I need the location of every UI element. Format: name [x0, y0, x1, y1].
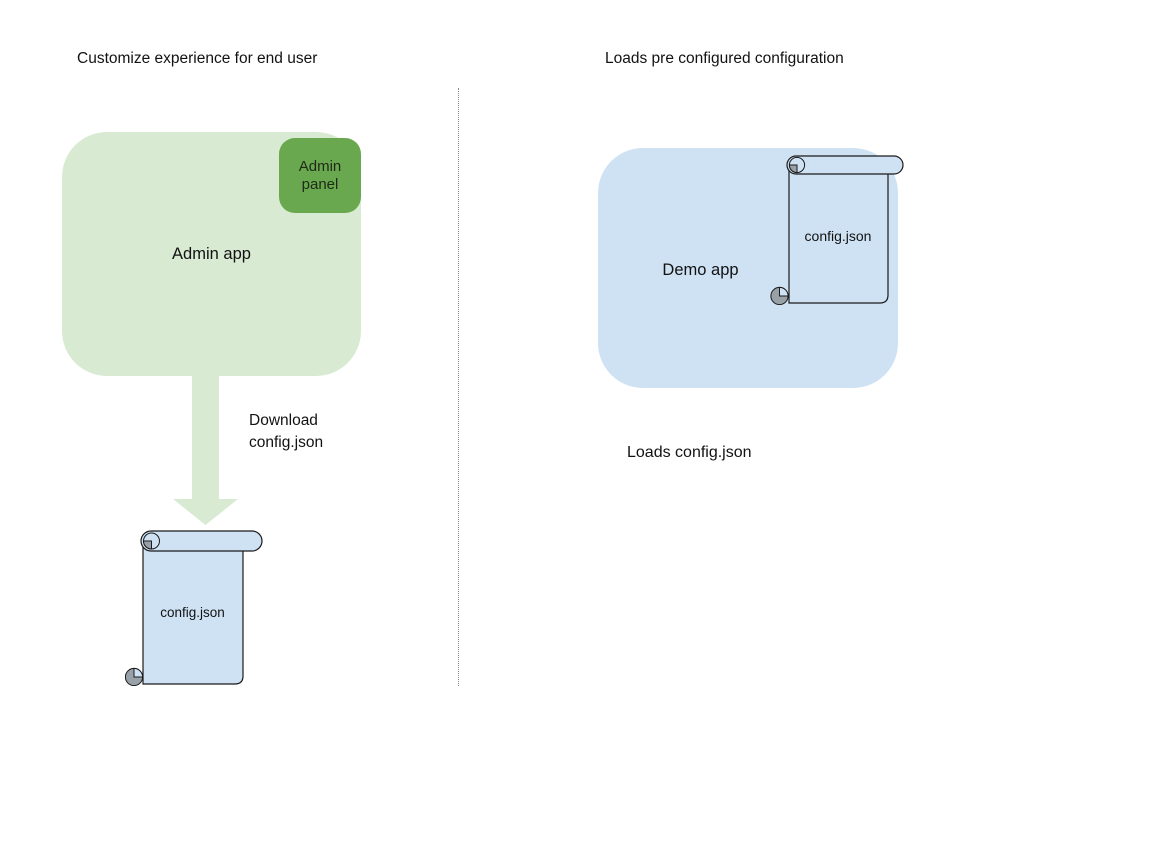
loads-config-caption: Loads config.json: [627, 444, 752, 461]
section-divider: [458, 88, 459, 686]
admin-panel-label: Admin panel: [298, 157, 342, 193]
admin-panel-box: Admin panel: [279, 138, 361, 213]
download-arrow-label: Download config.json: [249, 410, 323, 454]
left-section-title: Customize experience for end user: [77, 50, 318, 67]
config-json-scroll-icon: [770, 155, 904, 305]
download-arrow-label-line2: config.json: [249, 434, 324, 451]
download-arrow-icon: [173, 376, 238, 525]
left-scroll-label: config.json: [160, 605, 225, 620]
demo-app-label: Demo app: [662, 261, 739, 279]
config-json-scroll-icon: [125, 530, 263, 686]
admin-app-label: Admin app: [172, 245, 251, 263]
download-arrow-label-line1: Download: [249, 412, 318, 429]
right-section-title: Loads pre configured configuration: [605, 50, 844, 67]
right-scroll-label: config.json: [804, 228, 872, 244]
